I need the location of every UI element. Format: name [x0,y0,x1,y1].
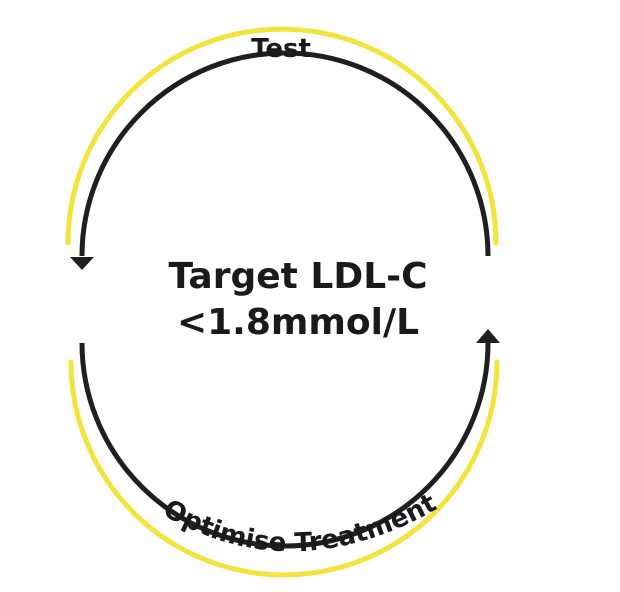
center-title-line1: Target LDL-C [168,256,427,297]
top-dark-arc [79,50,491,257]
top-label: Test [251,34,311,64]
bottom-dark-arc [79,342,491,549]
top-yellow-arc [65,26,499,246]
bottom-label-path: Optimise Treatment [158,488,441,558]
arrowhead-up-icon [476,329,500,343]
bottom-label: Optimise Treatment [158,488,441,558]
center-title-line2: <1.8mmol/L [177,302,419,343]
bottom-yellow-arc [68,359,500,578]
arrowhead-left-icon [70,257,94,270]
